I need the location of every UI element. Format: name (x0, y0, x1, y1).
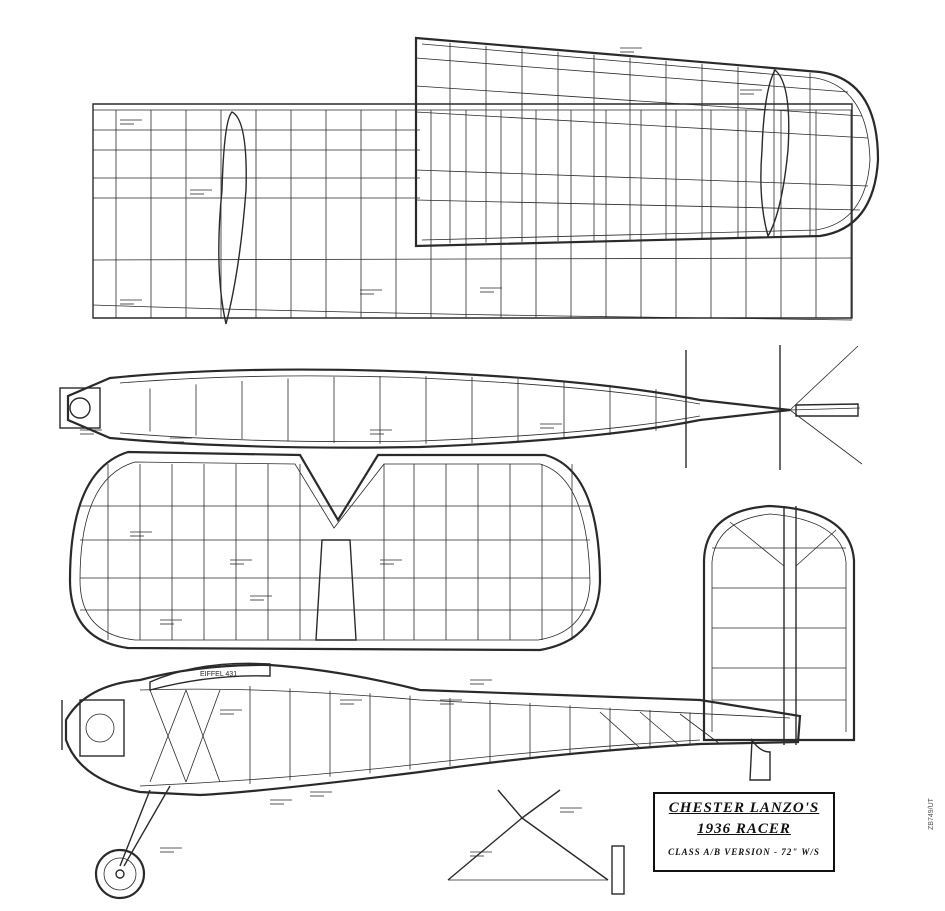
annotations (80, 47, 762, 857)
fuselage-side-view (61, 662, 802, 900)
title-version: CLASS A/B VERSION - 72" W/S (668, 847, 820, 857)
airfoil-label: EIFFEL 431 (200, 671, 237, 678)
stabilizer-plan (68, 450, 602, 652)
right-edge-code: ZB749/UT (928, 798, 935, 830)
title-designer: CHESTER LANZO'S (668, 800, 820, 816)
title-model: 1936 RACER (697, 821, 791, 837)
fuselage-top-view (59, 345, 863, 470)
fin-rudder (702, 504, 856, 745)
title-block: CHESTER LANZO'S 1936 RACER CLASS A/B VER… (653, 792, 835, 872)
wing-tip-panel (414, 36, 880, 248)
landing-gear-front-view (447, 789, 625, 895)
wing-center-panel (92, 103, 853, 325)
